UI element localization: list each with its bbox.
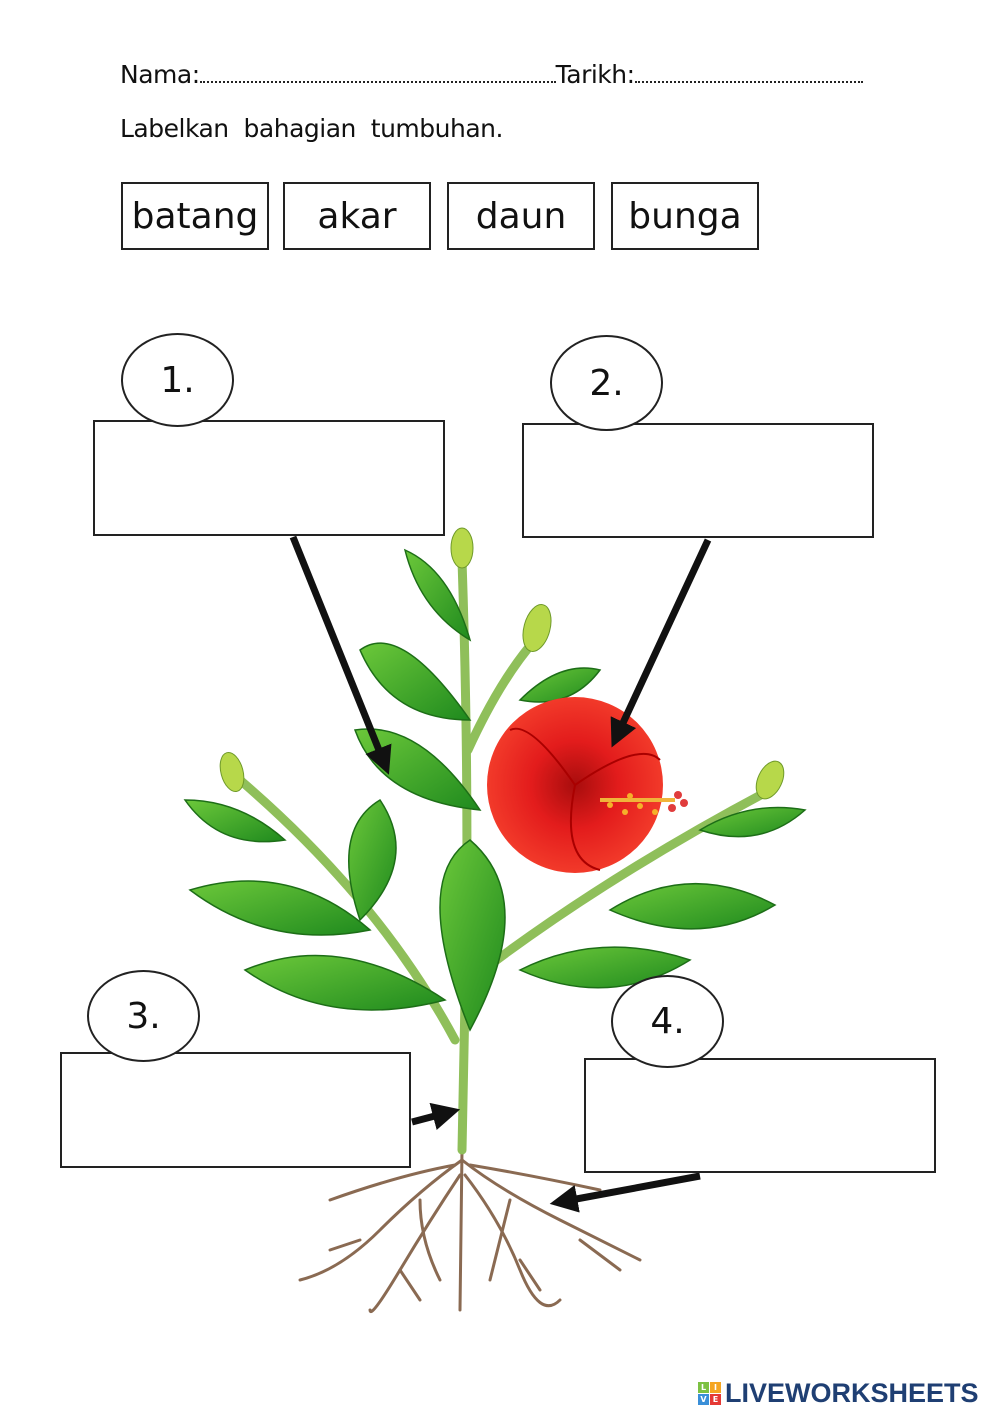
logo-tile: E <box>710 1394 721 1405</box>
roots <box>298 1148 642 1314</box>
answer-box-3[interactable] <box>60 1052 413 1168</box>
pointer-arrows <box>289 535 712 1213</box>
word-bunga[interactable]: bunga <box>611 182 759 250</box>
number-label-3: 3. <box>87 970 200 1062</box>
number-label-1: 1. <box>121 333 234 427</box>
logo-tile: L <box>698 1382 709 1393</box>
logo-text: LIVEWORKSHEETS <box>725 1378 979 1408</box>
answer-input-2[interactable] <box>524 425 876 538</box>
date-blank <box>634 61 863 83</box>
instruction: Labelkan bahagian tumbuhan. <box>120 114 503 143</box>
date-label: Tarikh: <box>555 60 635 89</box>
arrow-1 <box>289 535 392 775</box>
name-date-line: Nama: Tarikh: <box>120 60 863 89</box>
answer-box-2[interactable] <box>522 423 876 538</box>
number-label-2: 2. <box>550 335 663 431</box>
name-blank <box>199 61 556 83</box>
word-daun[interactable]: daun <box>447 182 595 250</box>
name-label: Nama: <box>120 60 200 89</box>
logo-tiles-icon: L I V E <box>698 1382 721 1405</box>
answer-box-1[interactable] <box>93 420 447 536</box>
number-label-4: 4. <box>611 975 724 1068</box>
arrow-3 <box>411 1102 461 1130</box>
word-batang[interactable]: batang <box>121 182 269 250</box>
liveworksheets-logo: L I V E LIVEWORKSHEETS <box>698 1378 979 1409</box>
buds <box>219 527 785 800</box>
word-akar[interactable]: akar <box>283 182 431 250</box>
leaves <box>183 548 807 1032</box>
answer-input-3[interactable] <box>62 1054 413 1168</box>
answer-box-4[interactable] <box>584 1058 938 1173</box>
answer-input-1[interactable] <box>95 422 447 536</box>
answer-input-4[interactable] <box>586 1060 938 1173</box>
hibiscus-flower <box>487 697 688 873</box>
logo-tile: V <box>698 1394 709 1405</box>
logo-tile: I <box>710 1382 721 1393</box>
arrow-2 <box>610 538 712 748</box>
arrow-4 <box>549 1172 701 1213</box>
